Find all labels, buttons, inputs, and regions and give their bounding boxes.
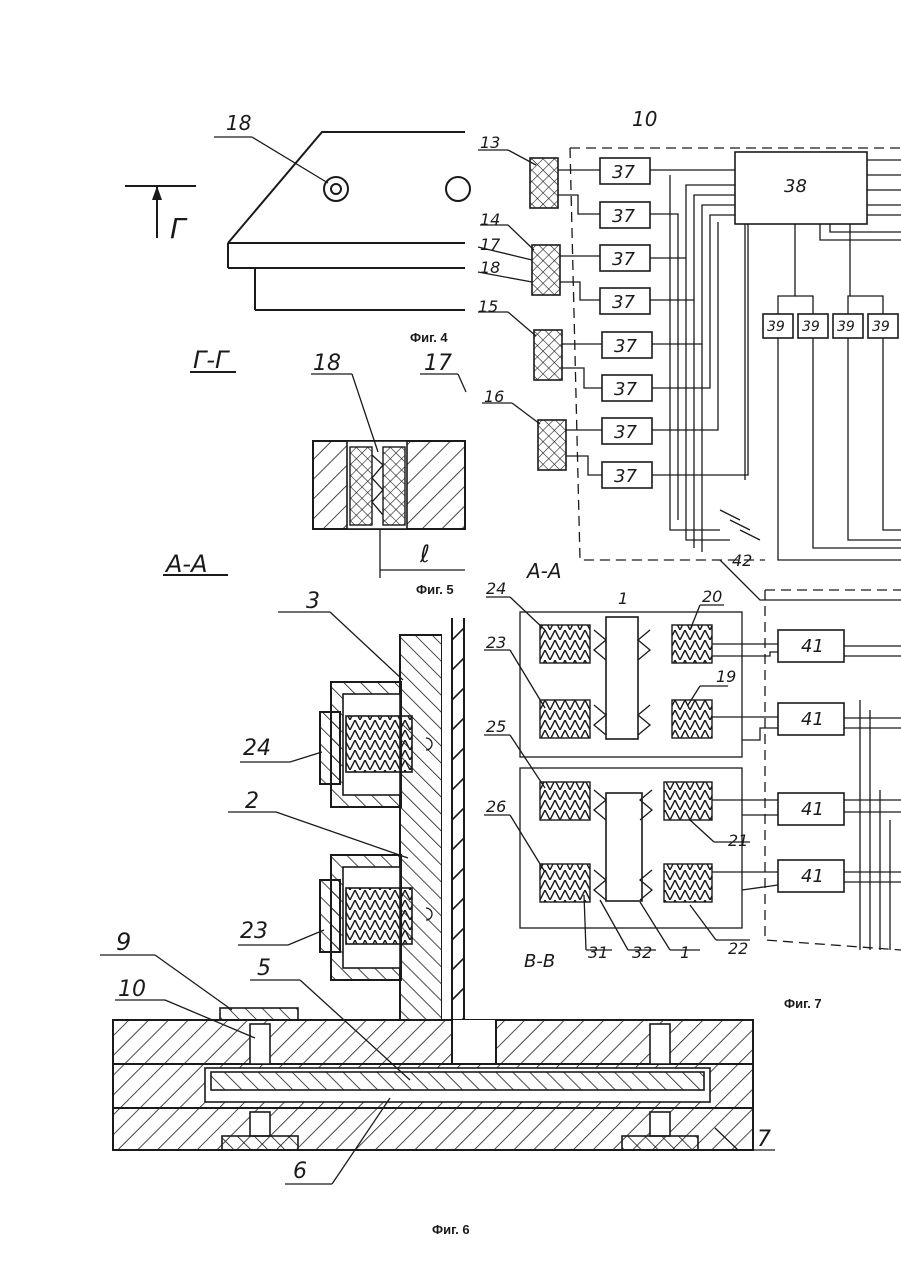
label-24: 24 xyxy=(243,736,271,761)
label-6: 6 xyxy=(293,1159,307,1184)
figure-7 xyxy=(478,148,901,950)
label-32: 32 xyxy=(632,943,652,962)
label-18: 18 xyxy=(226,111,251,135)
label-1: 1 xyxy=(680,943,690,962)
coil-group-lower xyxy=(520,768,742,928)
block-41-label: 41 xyxy=(801,799,824,820)
block-39-label: 39 xyxy=(802,319,820,335)
label-3: 3 xyxy=(306,589,320,614)
label-31: 31 xyxy=(588,943,608,962)
label-21: 21 xyxy=(728,831,748,850)
label-22: 22 xyxy=(728,939,748,958)
block-37-label: 37 xyxy=(614,379,637,400)
label-10: 10 xyxy=(632,107,657,131)
block-38-label: 38 xyxy=(784,176,807,197)
label-10: 10 xyxy=(118,977,146,1002)
section-a-a: А-А xyxy=(164,550,208,578)
label-9: 9 xyxy=(116,928,131,956)
block-37-label: 37 xyxy=(612,292,635,313)
block-37-label: 37 xyxy=(612,206,635,227)
block-41-label: 41 xyxy=(801,636,824,657)
label-16: 16 xyxy=(484,387,504,406)
block-39-label: 39 xyxy=(767,319,785,335)
label-17: 17 xyxy=(424,351,452,376)
caption-fig7: Фиг. 7 xyxy=(784,996,822,1011)
label-18: 18 xyxy=(313,351,341,376)
label-14: 14 xyxy=(480,210,500,229)
block-39-label: 39 xyxy=(837,319,855,335)
block-37-label: 37 xyxy=(614,466,637,487)
section-a-a-right: А-А xyxy=(525,559,562,583)
label-5: 5 xyxy=(257,956,271,981)
section-b-b: В-В xyxy=(524,951,555,972)
coil-group-upper xyxy=(520,612,742,757)
label-42: 42 xyxy=(732,551,752,570)
label-23: 23 xyxy=(486,633,506,652)
label-19: 19 xyxy=(716,667,736,686)
label-24: 24 xyxy=(486,579,506,598)
block-41-label: 41 xyxy=(801,709,824,730)
label-13: 13 xyxy=(480,133,500,152)
rotor-1 xyxy=(606,793,642,901)
block-37-label: 37 xyxy=(614,336,637,357)
label-23: 23 xyxy=(240,919,268,944)
label-17: 17 xyxy=(480,235,501,254)
caption-fig4: Фиг. 4 xyxy=(410,330,448,345)
length-l: ℓ xyxy=(419,540,430,568)
label-20: 20 xyxy=(702,587,722,606)
block-37-label: 37 xyxy=(612,162,635,183)
block-41-label: 41 xyxy=(801,866,824,887)
block-37-label: 37 xyxy=(614,422,637,443)
label-18: 18 xyxy=(480,258,500,277)
section-arrow-g: Г xyxy=(170,212,188,245)
block-37-label: 37 xyxy=(612,249,635,270)
label-25: 25 xyxy=(486,717,506,736)
section-g-g: Г-Г xyxy=(193,346,230,374)
label-15: 15 xyxy=(478,297,498,316)
caption-fig6: Фиг. 6 xyxy=(432,1222,470,1237)
caption-fig5: Фиг. 5 xyxy=(416,582,454,597)
label-1: 1 xyxy=(618,589,628,608)
label-2: 2 xyxy=(245,789,259,814)
block-39-label: 39 xyxy=(872,319,890,335)
label-7: 7 xyxy=(757,1127,771,1152)
rotor-1 xyxy=(606,617,638,739)
label-26: 26 xyxy=(486,797,506,816)
